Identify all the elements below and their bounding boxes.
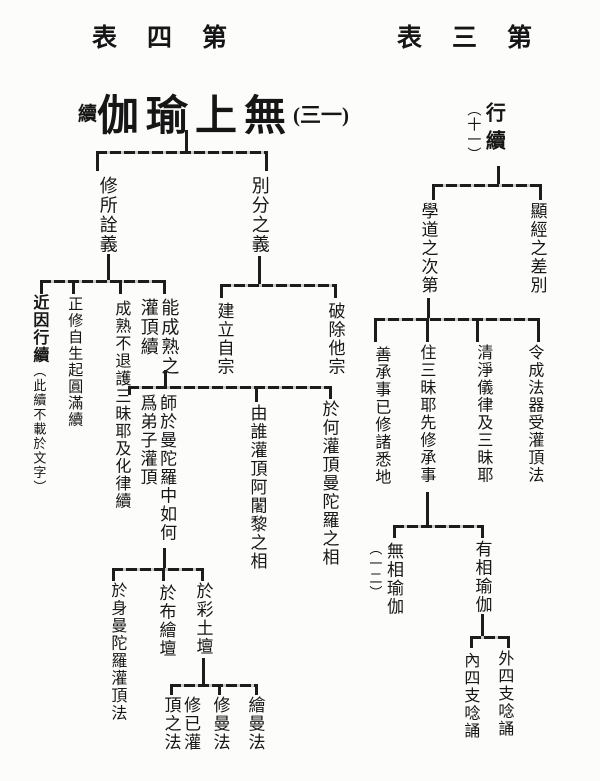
tree-line xyxy=(329,386,332,399)
tree-line xyxy=(393,525,396,538)
node-po-chu-ta-zong: 破除他宗 xyxy=(325,302,345,376)
tree-line xyxy=(218,684,221,695)
node-shi-yu-man-tuo-luo: 師於曼陀羅中如何爲弟子灌頂 xyxy=(137,394,177,542)
tree-line xyxy=(162,568,165,581)
tree-line xyxy=(258,256,261,284)
tree-line xyxy=(128,386,131,395)
tree-line xyxy=(96,151,99,171)
tree-line xyxy=(476,318,479,342)
tree-line xyxy=(255,684,258,695)
node-wu-xiang-yu-qie: 無相瑜伽（一二） xyxy=(365,542,403,620)
node-zheng-xiu-sheng-qi-yuan-man-xu: 正修自生起圓滿續 xyxy=(66,296,83,428)
node-bie-fen-zhi-yi: 別分之義 xyxy=(249,176,270,254)
table4-header: 表四第 xyxy=(92,25,258,52)
right-tree-title-number: （十一） xyxy=(465,102,481,162)
tree-line xyxy=(432,184,542,187)
node-ling-cheng-fa-qi: 令成法器受灌頂法 xyxy=(525,344,543,484)
tree-line xyxy=(426,492,429,525)
tree-line xyxy=(427,298,430,318)
node-yu-bu-hui-tan: 於布繪壇 xyxy=(156,584,176,658)
tree-line xyxy=(470,636,510,639)
node-shan-cheng-shi: 善承事已修諸悉地 xyxy=(372,346,390,486)
tree-line xyxy=(112,568,115,581)
node-wai-si-zhi-nian-song: 外四支唸誦 xyxy=(495,650,513,738)
tree-line xyxy=(112,568,204,571)
node-qing-jing-yi-lv: 清淨儀律及三昧耶 xyxy=(474,344,492,484)
node-xian-jing-zhi-cha-bie: 顯經之差別 xyxy=(527,202,547,295)
tree-line xyxy=(170,684,173,695)
node-xiu-man-fa: 修曼法 xyxy=(210,696,230,752)
tree-line xyxy=(40,280,166,283)
tree-line xyxy=(432,184,435,200)
right-tree-title: 行續（十一） xyxy=(463,102,505,162)
tree-line xyxy=(185,130,188,151)
left-tree-title-suffix: 續 xyxy=(78,104,98,125)
tree-line xyxy=(170,684,258,687)
node-zhu-san-mei-ye: 住三昧耶先修承事 xyxy=(417,344,435,484)
tree-line xyxy=(220,284,337,287)
tree-line xyxy=(481,614,484,636)
tree-line xyxy=(96,151,268,154)
tree-line xyxy=(255,386,258,402)
left-tree-title-number: (三一) xyxy=(293,103,349,127)
tree-line xyxy=(164,370,167,386)
tree-line xyxy=(374,318,377,342)
tree-line xyxy=(163,280,166,294)
node-xue-dao-zhi-ci-di: 學道之次第 xyxy=(418,202,438,295)
tree-line xyxy=(537,318,540,342)
tree-line xyxy=(470,636,473,648)
tree-line xyxy=(163,548,166,568)
node-yu-cai-tu-tan: 於彩土壇 xyxy=(193,582,213,656)
node-you-shei-guan-ding: 由誰灌頂阿闍黎之相 xyxy=(247,404,267,571)
tree-line xyxy=(334,284,337,298)
tree-line xyxy=(481,525,484,538)
node-xiu-suo-quan-yi: 修所詮義 xyxy=(97,176,118,254)
node-you-xiang-yu-qie: 有相瑜伽 xyxy=(472,540,492,614)
node-neng-cheng-shu-guan-ding-xu: 能成熟之灌頂續 xyxy=(138,298,180,376)
tree-line xyxy=(539,184,542,200)
tree-line xyxy=(107,254,110,280)
node-jian-li-zi-zong: 建立自宗 xyxy=(214,302,234,376)
node-jin-yin-xing-xu: 近因行續（此續不載於文字） xyxy=(29,294,47,495)
tree-line xyxy=(374,318,540,321)
tree-line xyxy=(72,280,75,294)
node-nei-si-zhi-nian-song: 內四支唸誦 xyxy=(461,652,479,740)
jin-yin-label: 近因行續 xyxy=(30,294,48,364)
node-cheng-shu-bu-tui-xu: 成熟不退護三昧耶及化律續 xyxy=(112,300,130,510)
tree-line xyxy=(426,318,429,342)
table3-header: 表三第 xyxy=(397,25,563,52)
tree-line xyxy=(393,525,484,528)
tree-line xyxy=(201,568,204,581)
tree-line xyxy=(265,151,268,171)
node-yu-he-guan-ding: 於何灌頂曼陀羅之相 xyxy=(319,400,339,567)
node-yu-shen-man-tuo-luo: 於身曼陀羅灌頂法 xyxy=(108,582,126,722)
wu-xiang-number: （一二） xyxy=(367,542,383,600)
tree-line xyxy=(202,658,205,684)
tree-line xyxy=(497,166,500,184)
tree-line xyxy=(220,284,223,298)
jin-yin-note: （此續不載於文字） xyxy=(31,364,47,495)
wu-xiang-label: 無相瑜伽 xyxy=(383,542,403,616)
tree-line xyxy=(128,386,332,389)
tree-line xyxy=(119,280,122,294)
left-tree-title: 伽瑜上無 xyxy=(97,94,294,140)
tree-line xyxy=(40,280,43,294)
node-xiu-yi-guan-ding: 修已灌頂之法 xyxy=(161,696,201,752)
node-hui-man-fa: 繪曼法 xyxy=(245,696,265,752)
right-tree-title-main: 行續 xyxy=(482,102,505,158)
tree-line xyxy=(507,636,510,648)
